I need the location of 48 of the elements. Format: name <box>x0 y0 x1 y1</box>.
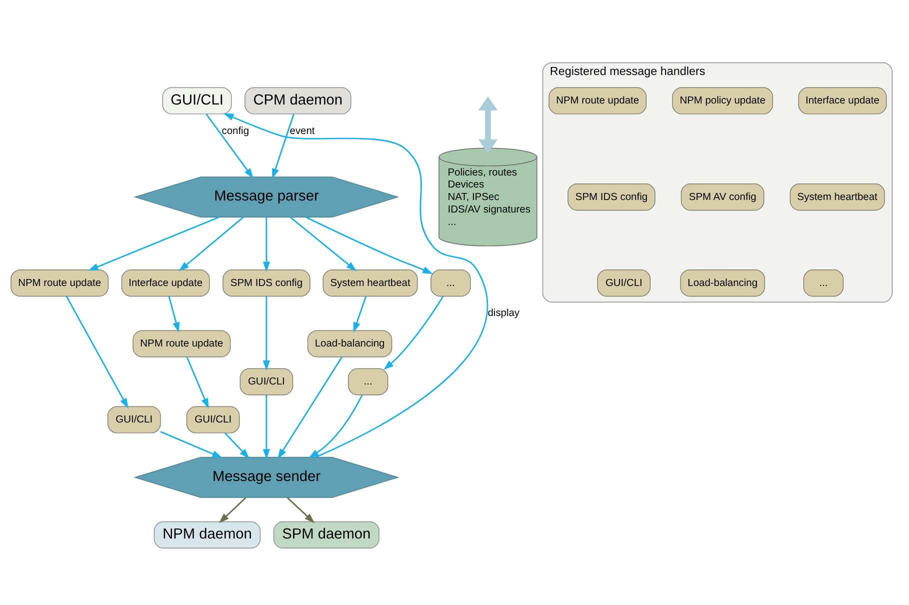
edge-label: event <box>290 126 315 137</box>
arrow <box>478 96 498 154</box>
node-box: Load-balancing <box>680 270 765 297</box>
arrow <box>262 296 270 371</box>
arrow <box>272 114 294 179</box>
arrow <box>206 114 254 179</box>
arrow <box>262 217 270 272</box>
arrow <box>88 216 220 271</box>
arrow <box>278 356 343 459</box>
node-box: ... <box>430 270 471 297</box>
node-box: ... <box>803 270 844 297</box>
arrow <box>290 216 357 272</box>
arrow <box>286 497 315 524</box>
node-box: SPM IDS config <box>568 184 656 211</box>
node-box: NPM route update <box>548 87 647 114</box>
node-box: NPM daemon <box>154 521 261 548</box>
arrow <box>160 431 223 458</box>
node-box: GUI/CLI <box>107 406 161 434</box>
arrow <box>306 216 433 274</box>
arrow <box>218 497 246 524</box>
node-box: NPM route update <box>132 330 231 358</box>
arrow <box>262 395 270 460</box>
node-box: GUI/CLI <box>186 406 240 434</box>
node-box: ... <box>348 368 388 396</box>
node-box: SPM AV config <box>680 184 764 211</box>
edge-label: display <box>488 308 520 320</box>
node-box: Load-balancing <box>307 330 392 358</box>
node-box: GUI/CLI <box>162 87 232 114</box>
node-box: System heartbeat <box>322 270 418 297</box>
arrow <box>168 296 180 333</box>
arrow <box>186 356 209 409</box>
arrow <box>224 432 250 459</box>
node-box: System heartbeat <box>790 184 885 211</box>
node-box: NPM policy update <box>672 87 774 114</box>
arrow <box>384 296 444 370</box>
arrow <box>178 216 244 272</box>
arrow <box>66 296 128 409</box>
node-box: NPM route update <box>10 270 109 297</box>
node-box: GUI/CLI <box>597 270 651 297</box>
node-box: CPM daemon <box>244 87 352 114</box>
node-box: Interface update <box>121 270 210 297</box>
edge-label: config <box>222 126 250 137</box>
node-box: Interface update <box>798 87 887 114</box>
arrow <box>308 394 363 458</box>
node-box: SPM daemon <box>273 521 380 548</box>
node-box: GUI/CLI <box>240 368 294 396</box>
node-box: SPM IDS config <box>222 270 310 297</box>
arrow <box>353 296 367 333</box>
